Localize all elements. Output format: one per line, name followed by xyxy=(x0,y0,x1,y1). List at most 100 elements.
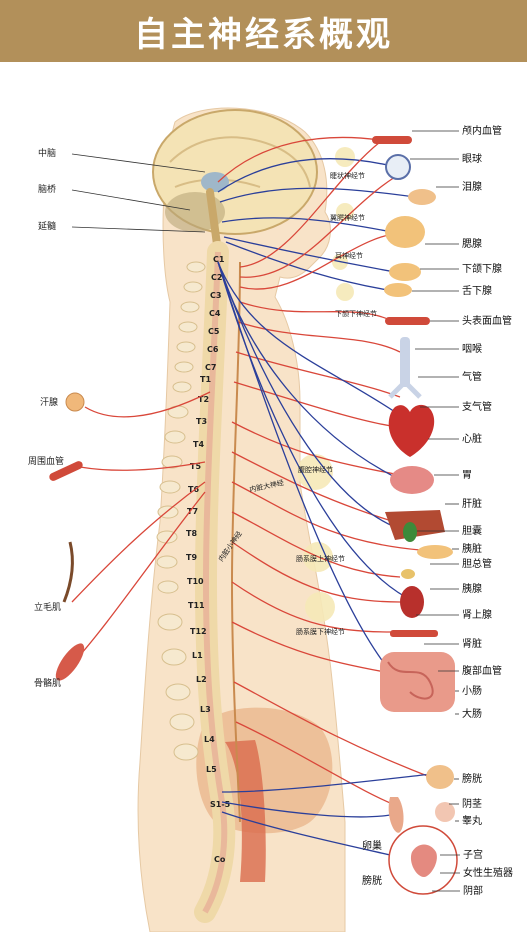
vertebra-label-10: T4 xyxy=(193,440,204,449)
vertebra-label-3: C4 xyxy=(209,309,221,318)
sublingual-shape xyxy=(384,283,412,297)
parasympathetic-fiber-5 xyxy=(225,241,389,291)
pancreas-shape xyxy=(417,545,453,559)
anatomy-diagram: C1C2C3C4C5C6C7T1T2T3T4T5T6T7T8T9T10T11T1… xyxy=(28,107,513,932)
lacrimal-shape xyxy=(408,189,436,205)
vertebra-label-19: L1 xyxy=(192,651,203,660)
organ-label-25: 子宫 xyxy=(463,848,483,861)
sympathetic-fiber-13 xyxy=(231,421,396,475)
intestine-shape xyxy=(380,652,455,712)
organ-label-26: 女性生殖器 xyxy=(463,866,513,879)
right-leader-lines xyxy=(410,130,460,892)
label-submandibular-ganglion: 下颌下神经节 xyxy=(335,309,377,318)
liver-shape xyxy=(385,510,445,540)
label-celiac-ganglion: 腹腔神经节 xyxy=(298,465,333,474)
abdominal-vessel-shape xyxy=(390,630,438,637)
label-pterygopalatine-ganglion: 翼腭神经节 xyxy=(330,213,365,222)
sympathetic-fiber-20 xyxy=(233,681,431,778)
organ-label-18: 肾脏 xyxy=(462,637,482,650)
skeletal-muscle-shape xyxy=(55,643,85,681)
organ-label-14: 胰脏 xyxy=(462,542,482,555)
parasympathetic-fiber-3 xyxy=(221,217,393,233)
vertebra-label-7: T1 xyxy=(200,375,211,384)
title-banner: 自主神经系概观 xyxy=(0,0,527,62)
parasympathetic-fiber-4 xyxy=(223,236,396,273)
page-title: 自主神经系概观 xyxy=(134,14,393,55)
organ-label-2: 泪腺 xyxy=(462,180,482,193)
left-organs xyxy=(49,392,85,681)
sympathetic-fiber-33 xyxy=(73,491,206,663)
parasympathetic-fiber-2 xyxy=(219,187,416,203)
eyeball-shape xyxy=(385,154,411,180)
vertebra-label-16: T10 xyxy=(187,577,204,586)
vertebra-label-1: C2 xyxy=(211,273,222,282)
sympathetic-fiber-0 xyxy=(217,136,381,183)
label-ovary: 卵巢 xyxy=(362,839,382,852)
uterus-shape xyxy=(410,844,437,877)
organ-label-4: 下颌下腺 xyxy=(462,262,502,275)
organ-label-10: 心脏 xyxy=(462,432,482,445)
parasympathetic-fiber-22 xyxy=(217,261,396,413)
label-midbrain: 中脑 xyxy=(38,147,56,159)
label-inferior-mesenteric-ganglion: 肠系膜下神经节 xyxy=(296,627,345,636)
vertebra-label-2: C3 xyxy=(210,291,221,300)
organ-label-22: 膀胱 xyxy=(462,772,482,785)
vertebra-label-15: T9 xyxy=(186,553,197,562)
vertebra-label-21: L3 xyxy=(200,705,211,714)
nerve-fibers xyxy=(71,136,433,863)
vertebra-label-14: T8 xyxy=(186,529,197,538)
sympathetic-fiber-15 xyxy=(231,481,421,551)
organ-label-0: 颅内血管 xyxy=(462,124,502,137)
sympathetic-fiber-10 xyxy=(237,321,401,353)
organ-label-15: 胆总管 xyxy=(462,557,492,570)
label-piloerector: 立毛肌 xyxy=(34,601,61,613)
label-sweat-gland: 汗腺 xyxy=(40,396,58,408)
sympathetic-fiber-30 xyxy=(84,391,211,418)
cranial-vessel-shape xyxy=(372,136,412,144)
bronchi-shape xyxy=(388,380,422,399)
trachea-shape xyxy=(400,337,410,387)
vertebra-label-9: T3 xyxy=(196,417,207,426)
vertebra-label-5: C6 xyxy=(207,345,219,354)
sympathetic-fiber-11 xyxy=(235,351,401,398)
left-leader-lines xyxy=(71,153,206,233)
organ-label-3: 腮腺 xyxy=(462,237,482,250)
vertebra-label-22: L4 xyxy=(204,735,215,744)
sympathetic-fiber-7 xyxy=(239,176,396,278)
sympathetic-fiber-19 xyxy=(231,621,386,673)
label-medulla: 延髓 xyxy=(38,220,56,232)
bladder-shape xyxy=(426,765,454,789)
parasympathetic-fiber-28 xyxy=(221,801,396,818)
organ-label-27: 阴部 xyxy=(463,884,483,897)
right-labels: 颅内血管眼球泪腺腮腺下颌下腺舌下腺头表面血管咽喉气管支气管心脏胃肝脏胆囊胰脏胆总… xyxy=(462,124,513,897)
sympathetic-fiber-21 xyxy=(235,721,401,808)
vertebra-label-24: S1-5 xyxy=(210,800,231,809)
organ-label-19: 腹部血管 xyxy=(462,664,502,677)
sympathetic-trunk xyxy=(230,261,241,823)
parotid-shape xyxy=(385,216,425,248)
organ-label-7: 咽喉 xyxy=(462,343,482,355)
organ-label-24: 睾丸 xyxy=(462,814,482,827)
vertebra-label-6: C7 xyxy=(205,363,216,372)
vertebra-label-20: L2 xyxy=(196,675,207,684)
vertebra-label-13: T7 xyxy=(187,507,198,516)
vertebra-labels: C1C2C3C4C5C6C7T1T2T3T4T5T6T7T8T9T10T11T1… xyxy=(186,255,231,864)
gallbladder-shape xyxy=(403,522,417,542)
head-vessel-shape xyxy=(385,317,430,325)
stomach-shape xyxy=(390,466,434,494)
testis-shape xyxy=(435,802,455,822)
organ-label-20: 小肠 xyxy=(462,685,482,697)
vertebra-label-17: T11 xyxy=(188,601,205,610)
organ-label-16: 胰腺 xyxy=(462,582,482,595)
brain xyxy=(152,109,318,256)
sympathetic-fiber-18 xyxy=(231,581,393,633)
submandibular-shape xyxy=(389,263,421,281)
organ-label-6: 头表面血管 xyxy=(462,314,512,327)
vertebra-label-25: Co xyxy=(214,855,226,864)
label-peripheral-vessel: 周围血管 xyxy=(28,455,64,467)
organ-label-21: 大肠 xyxy=(462,707,482,720)
sympathetic-fiber-6 xyxy=(239,141,381,268)
label-superior-mesenteric-ganglion: 肠系膜上神经节 xyxy=(296,554,345,563)
organ-label-13: 胆囊 xyxy=(462,524,482,537)
